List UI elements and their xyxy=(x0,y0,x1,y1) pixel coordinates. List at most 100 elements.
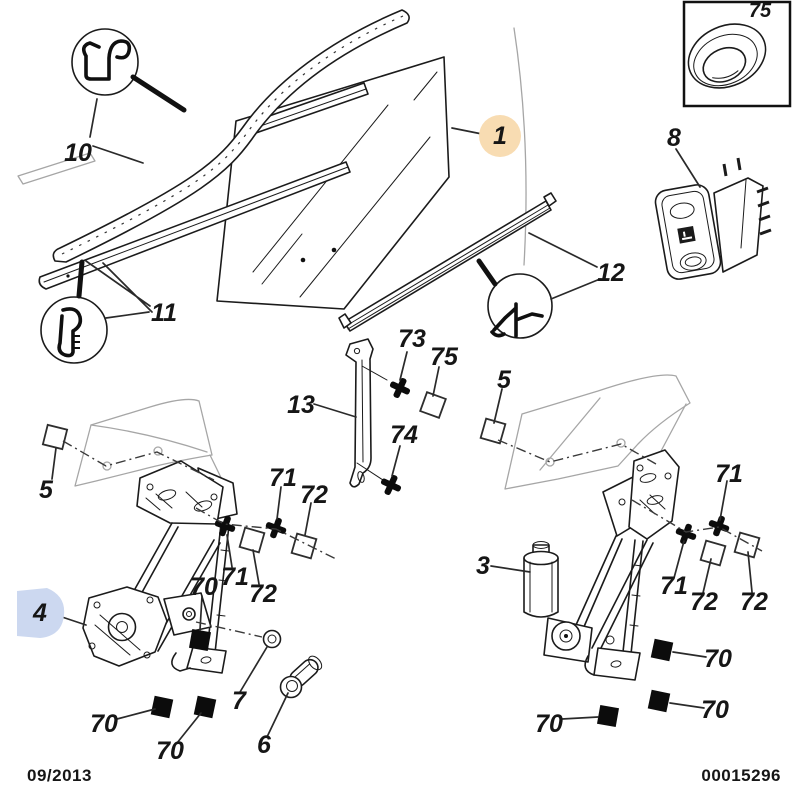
clip-cross-icon xyxy=(380,474,402,496)
pin-center xyxy=(267,634,277,644)
filled-square-icon xyxy=(596,704,620,728)
motor-nub-cap xyxy=(532,541,550,549)
seal-profile-teeth xyxy=(73,335,80,349)
callout-70-right-3[interactable]: 70 xyxy=(535,710,563,738)
callout-70-left-bottom[interactable]: 70 xyxy=(156,737,184,765)
slider-hole xyxy=(182,607,196,621)
switch-part8 xyxy=(654,157,772,280)
switch-face xyxy=(654,184,722,280)
handle-knob xyxy=(279,675,303,699)
callout-6[interactable]: 6 xyxy=(257,731,272,759)
callout-7[interactable]: 7 xyxy=(232,687,247,715)
leader-lines xyxy=(51,74,763,744)
frame-seal-part10 xyxy=(38,9,410,290)
filled-square-icon xyxy=(188,628,212,652)
callout-70-right-2[interactable]: 70 xyxy=(701,696,729,724)
callout-75-mid[interactable]: 75 xyxy=(430,343,459,371)
glass-stud xyxy=(300,257,306,263)
callout-72-right-right[interactable]: 72 xyxy=(740,588,768,616)
callout-5-right[interactable]: 5 xyxy=(497,366,512,394)
callout-74[interactable]: 74 xyxy=(390,421,418,449)
bracket-inner xyxy=(361,359,364,463)
motor-body-part3 xyxy=(523,557,559,618)
base-plate-hole xyxy=(88,642,96,650)
callout-5-left[interactable]: 5 xyxy=(39,476,54,504)
filled-square-icon xyxy=(650,638,674,662)
callout-75-box[interactable]: 75 xyxy=(749,0,772,22)
right-regulator-assembly xyxy=(504,374,691,681)
rail-foot xyxy=(186,646,227,674)
callout-70-right-1[interactable]: 70 xyxy=(704,645,732,673)
bracket-pointers xyxy=(356,365,388,481)
pin-washer xyxy=(262,629,282,649)
foot-hook xyxy=(171,652,191,672)
open-square-icon xyxy=(733,531,761,559)
callout-72-left-bottom[interactable]: 72 xyxy=(249,580,277,608)
guide-bracket-part13 xyxy=(345,338,388,488)
open-square-icon xyxy=(238,526,266,554)
ghost-glass-left xyxy=(74,398,213,487)
highlight-part1[interactable] xyxy=(479,115,521,157)
callout-71-left-top[interactable]: 71 xyxy=(269,464,297,492)
clip-cross-icon xyxy=(389,377,411,399)
callout-71-right-bottom[interactable]: 71 xyxy=(660,572,688,600)
glass-outline xyxy=(216,56,450,310)
callout-1[interactable]: 1 xyxy=(493,122,507,150)
bracket-slot xyxy=(357,471,365,483)
callout-13[interactable]: 13 xyxy=(287,391,315,419)
frame-seal-band xyxy=(52,9,410,263)
detail-circle xyxy=(487,273,553,339)
callout-70-left-mid[interactable]: 70 xyxy=(90,710,118,738)
callout-72-right-mid[interactable]: 72 xyxy=(690,588,718,616)
open-square-icon xyxy=(419,391,447,419)
door-belt-ghost xyxy=(17,152,96,185)
glass-top-strip-inner xyxy=(248,88,367,131)
channel-end-block xyxy=(338,313,352,329)
rail-foot xyxy=(593,647,641,681)
left-regulator-assembly xyxy=(74,398,238,674)
callout-71-right-top[interactable]: 71 xyxy=(715,460,743,488)
clip-cross-icon xyxy=(675,523,697,545)
top-bracket xyxy=(136,460,224,525)
clip-cross-icon xyxy=(214,515,236,537)
callout-8[interactable]: 8 xyxy=(667,124,681,152)
bracket-hatch xyxy=(145,491,203,511)
channel-band xyxy=(343,200,552,332)
switch-pins xyxy=(722,157,772,236)
seal-detail-circle-11 xyxy=(40,296,108,364)
ghost-glass-hole xyxy=(153,446,163,456)
callout-72-left-top[interactable]: 72 xyxy=(300,481,328,509)
callout-3[interactable]: 3 xyxy=(476,552,490,580)
footer: 09/2013 00015296 xyxy=(27,766,781,785)
lift-arm xyxy=(121,522,221,652)
foot-slot xyxy=(610,660,622,668)
bracket-hole xyxy=(636,464,644,472)
bracket-slot xyxy=(646,495,664,505)
ghost-glass-hole xyxy=(545,457,555,467)
glass-reflections xyxy=(252,71,438,298)
rail-ticks xyxy=(216,549,230,617)
open-square-icon xyxy=(699,539,727,567)
base-plate-hatch xyxy=(94,614,141,656)
glass-stud xyxy=(331,247,337,253)
callout-11[interactable]: 11 xyxy=(151,299,177,327)
bracket-hole xyxy=(210,493,218,501)
lift-rail xyxy=(622,539,644,655)
callout-10[interactable]: 10 xyxy=(64,139,92,167)
callout-4[interactable]: 4 xyxy=(32,599,47,627)
callout-12[interactable]: 12 xyxy=(597,259,625,287)
callout-leaders xyxy=(51,98,753,744)
callout-71-left-bottom[interactable]: 71 xyxy=(221,563,249,591)
roller xyxy=(605,635,615,645)
seal-profile-icon xyxy=(57,307,83,358)
bracket-slot xyxy=(157,489,177,501)
grommet-box-part75 xyxy=(682,0,792,108)
callout-70-left-top[interactable]: 70 xyxy=(190,573,218,601)
filled-square-icon xyxy=(150,695,174,719)
callout-73[interactable]: 73 xyxy=(398,325,426,353)
window-glass-part1 xyxy=(216,56,450,310)
open-square-icon xyxy=(479,417,507,445)
motor-cap xyxy=(523,550,559,566)
highlight-part4[interactable] xyxy=(17,588,65,638)
bracket-hole xyxy=(146,483,154,491)
